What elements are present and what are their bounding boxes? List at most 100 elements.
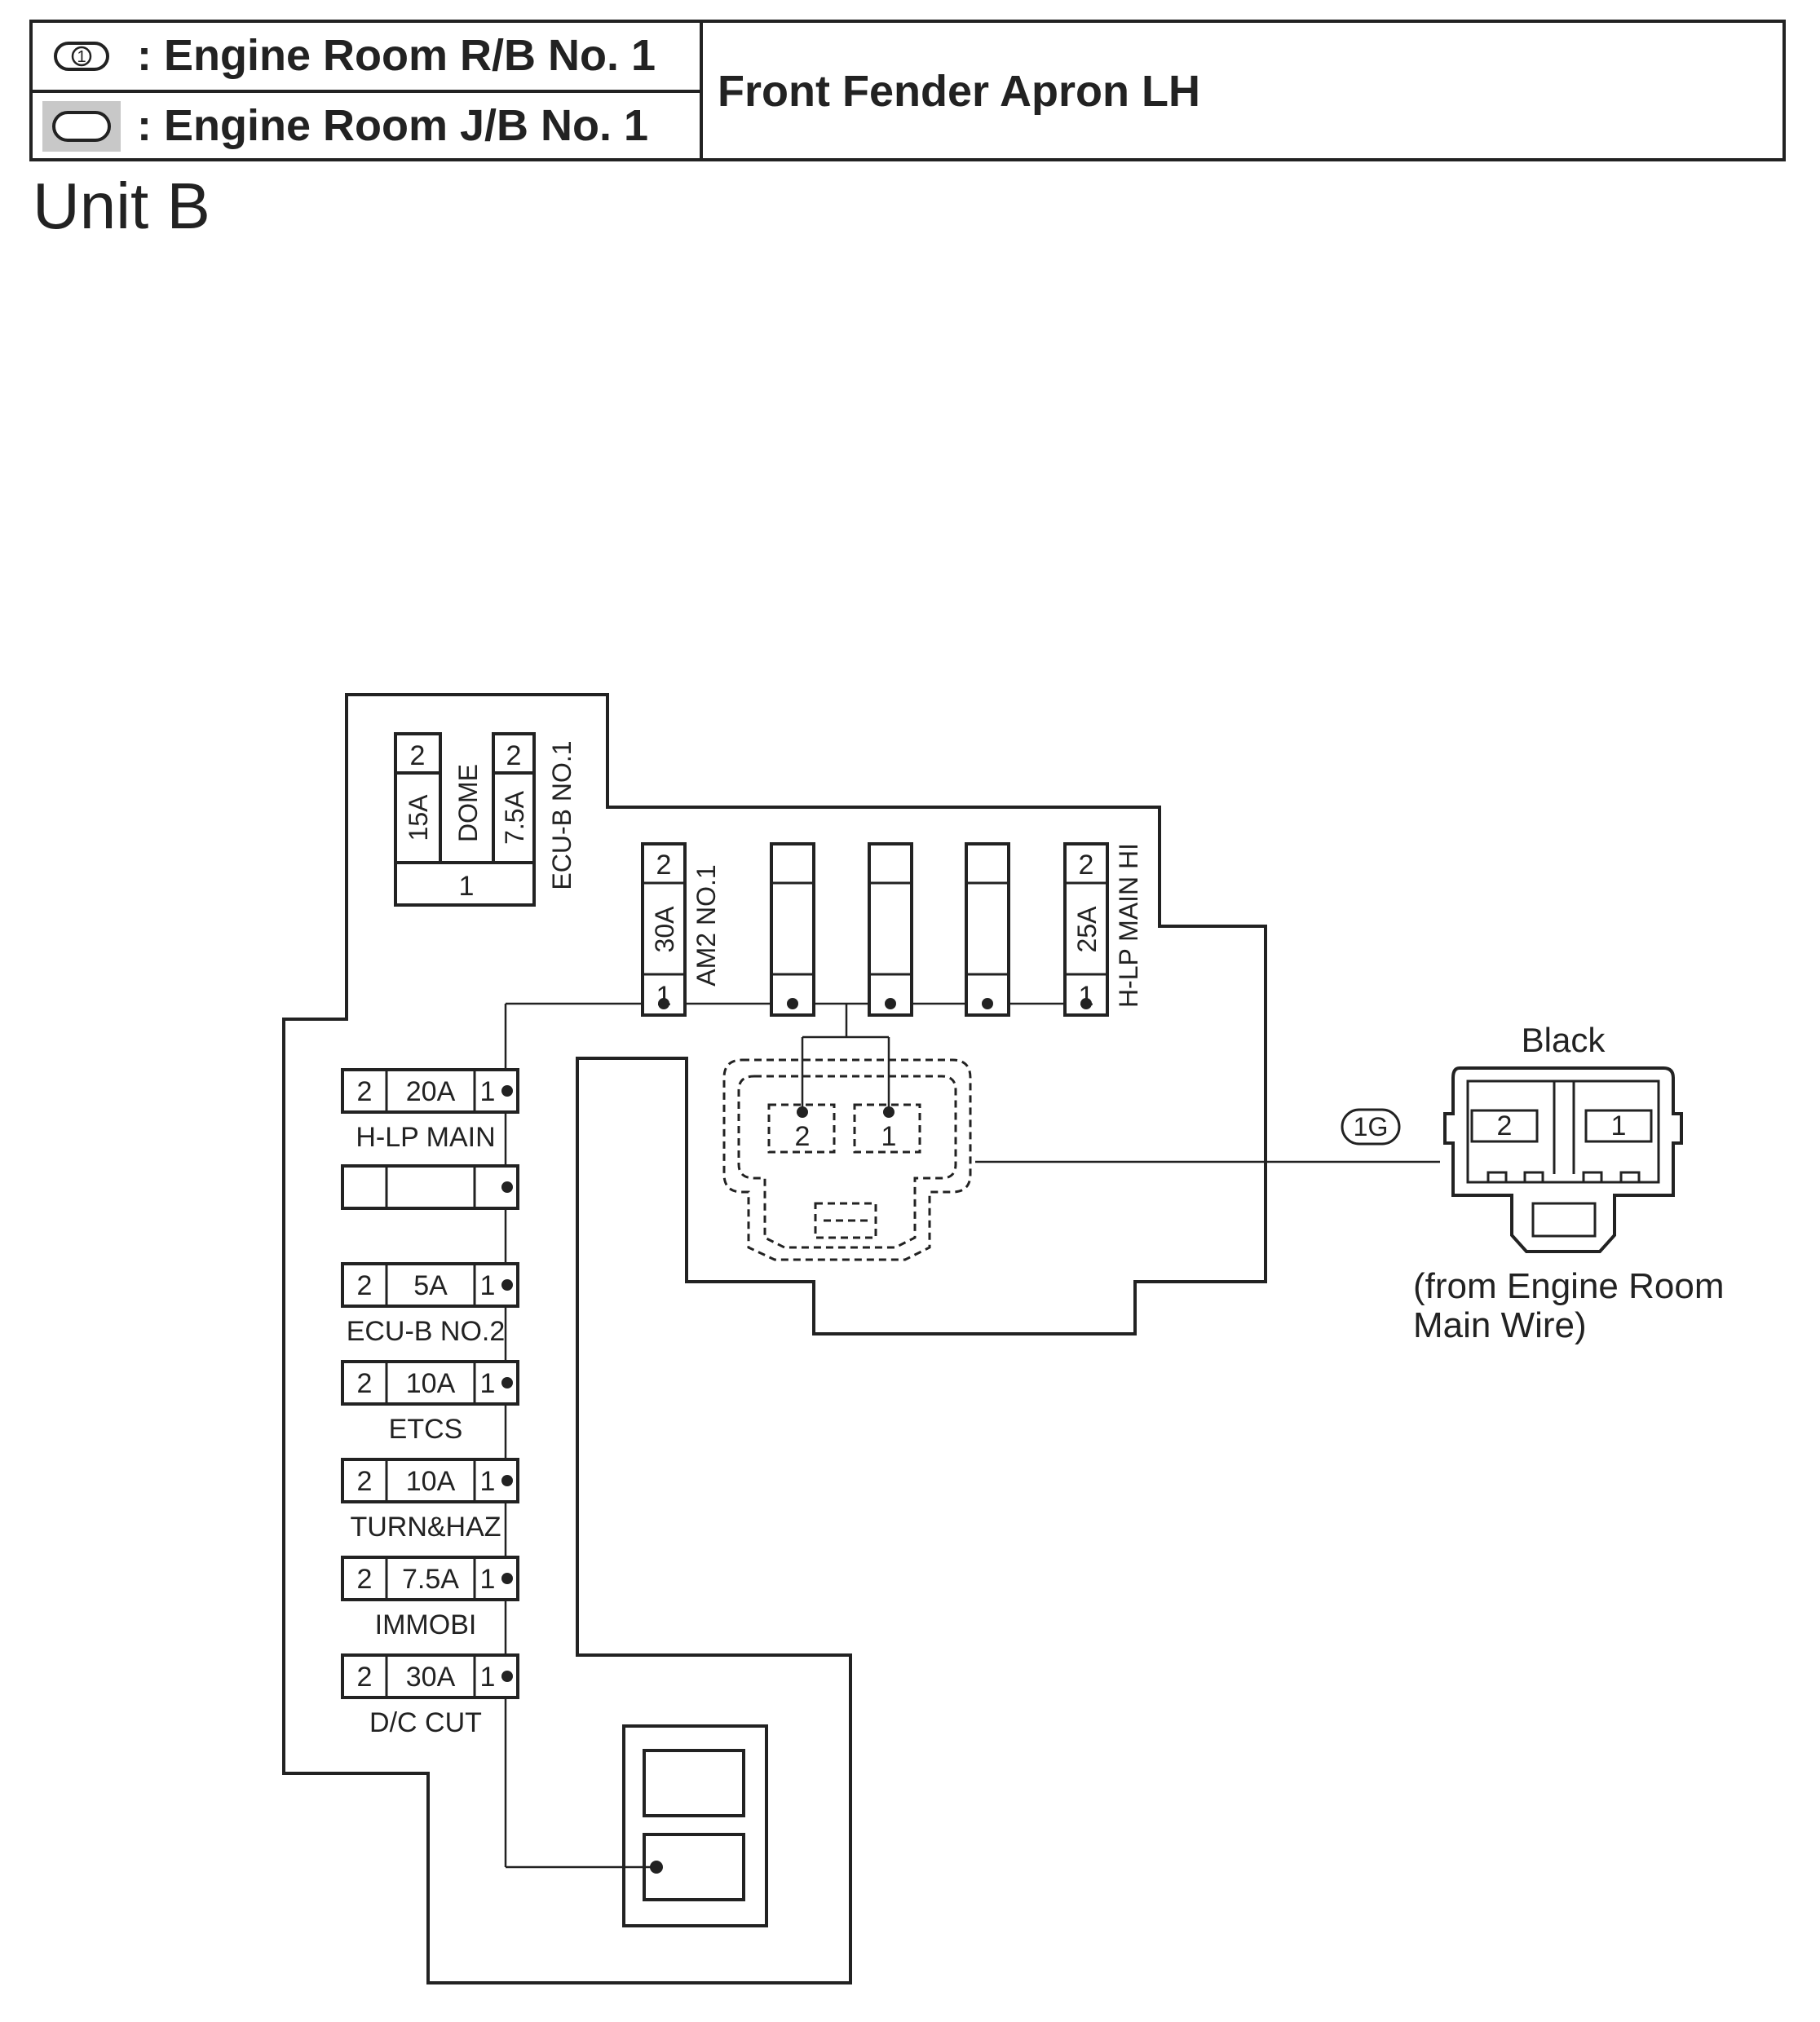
bottom-relay-terminal xyxy=(650,1861,663,1874)
side-fuse-pin-right: 1 xyxy=(480,1466,496,1497)
dome-pin-top: 2 xyxy=(410,740,426,771)
legend-jb-label: : Engine Room J/B No. 1 xyxy=(137,101,648,150)
row-fuse-1: 2 1 30A AM2 NO.1 xyxy=(641,842,721,1017)
socket-pin-2-label: 2 xyxy=(795,1121,811,1152)
side-fuse-body xyxy=(341,1653,519,1699)
side-fuse-body xyxy=(341,1068,519,1114)
side-fuse-body xyxy=(341,1556,519,1601)
top-fuse-pin-bottom: 1 xyxy=(459,871,475,902)
row-fuse-3 xyxy=(868,842,913,1017)
row-fuse-pin-top: 2 xyxy=(656,850,672,881)
unit-title: Unit B xyxy=(33,170,210,242)
legend-rb-row: 1 : Engine Room R/B No. 1 xyxy=(54,31,656,80)
row-fuse-terminal xyxy=(658,998,669,1009)
side-fuse-name: TURN&HAZ xyxy=(350,1512,501,1543)
connector-note-line2: Main Wire) xyxy=(1413,1305,1587,1345)
legend-rb-label: : Engine Room R/B No. 1 xyxy=(137,31,656,80)
legend-jb-row: : Engine Room J/B No. 1 xyxy=(42,101,648,152)
side-fuse-pin-left: 2 xyxy=(357,1662,373,1693)
side-fuse-name: H-LP MAIN xyxy=(356,1122,495,1153)
jb-symbol-icon xyxy=(52,111,111,142)
connector-color: Black xyxy=(1522,1021,1606,1059)
side-fuse-terminal xyxy=(501,1475,513,1486)
bottom-relay xyxy=(622,1724,768,1927)
side-fuse-2 xyxy=(341,1164,519,1210)
connector-cavity-2 xyxy=(1470,1109,1539,1143)
side-fuse-amp: 7.5A xyxy=(402,1564,459,1595)
side-fuse-pin-left: 2 xyxy=(357,1076,373,1107)
row-fuse-body xyxy=(1063,842,1109,1017)
row-fuse-4 xyxy=(965,842,1010,1017)
connector-1g xyxy=(1443,1066,1683,1253)
row-fuse-name: AM2 NO.1 xyxy=(691,864,721,986)
connector-code: 1G xyxy=(1354,1112,1389,1141)
top-fuse-group xyxy=(394,732,536,907)
side-fuse-terminal xyxy=(501,1279,513,1291)
top-fuse-outline xyxy=(394,732,536,907)
row-fuse-terminal xyxy=(885,998,896,1009)
side-fuse-name: ETCS xyxy=(389,1414,463,1445)
side-fuse-name: D/C CUT xyxy=(369,1707,482,1738)
side-fuse-name: ECU-B NO.2 xyxy=(347,1316,506,1347)
row-fuse-body xyxy=(770,842,815,1017)
side-fuse-pin-left: 2 xyxy=(357,1368,373,1399)
header-table xyxy=(29,20,1786,161)
side-fuse-body xyxy=(341,1458,519,1503)
socket-latch xyxy=(814,1202,877,1239)
side-fuse-body xyxy=(341,1360,519,1406)
dome-name: DOME xyxy=(453,764,483,842)
location-label: Front Fender Apron LH xyxy=(718,67,1200,116)
side-fuse-terminal xyxy=(501,1377,513,1388)
row-fuse-body xyxy=(868,842,913,1017)
side-fuse-pin-right: 1 xyxy=(480,1564,496,1595)
row-fuse-body xyxy=(641,842,687,1017)
side-fuse-amp: 20A xyxy=(406,1076,456,1107)
side-fuse-pin-left: 2 xyxy=(357,1564,373,1595)
side-fuse-terminal xyxy=(501,1181,513,1193)
row-fuse-name: H-LP MAIN HI xyxy=(1114,843,1143,1008)
socket-pin-1-label: 1 xyxy=(881,1121,897,1152)
socket-cavity-1 xyxy=(853,1103,921,1154)
socket-pin-2-dot xyxy=(797,1106,808,1118)
side-fuse-name: IMMOBI xyxy=(375,1609,477,1640)
side-fuse-terminal xyxy=(501,1085,513,1097)
dome-amp: 15A xyxy=(404,794,433,841)
connector-pin-2: 2 xyxy=(1497,1110,1513,1141)
bus-wiring xyxy=(504,1002,1440,1869)
row-fuse-amp: 30A xyxy=(650,906,679,953)
side-fuse-terminal xyxy=(501,1671,513,1682)
socket-cavity-2 xyxy=(767,1103,836,1154)
relay-socket xyxy=(722,1058,972,1261)
side-fuse-amp: 10A xyxy=(406,1368,456,1399)
side-fuse-pin-left: 2 xyxy=(357,1466,373,1497)
side-fuse-pin-right: 1 xyxy=(480,1076,496,1107)
side-fuse-body xyxy=(341,1164,519,1210)
connector-pin-1: 1 xyxy=(1611,1110,1627,1141)
ecu-b-no1-pin-top: 2 xyxy=(506,740,522,771)
side-fuse-amp: 30A xyxy=(406,1662,456,1693)
side-fuse-7: 2 30A 1D/C CUT xyxy=(341,1653,519,1738)
connector-note-line1: (from Engine Room xyxy=(1413,1266,1724,1306)
side-fuse-pin-right: 1 xyxy=(480,1368,496,1399)
row-fuse-body xyxy=(965,842,1010,1017)
row-fuse-pin-bottom: 1 xyxy=(1079,981,1094,1012)
side-fuse-pin-right: 1 xyxy=(480,1662,496,1693)
ecu-b-no1-amp: 7.5A xyxy=(500,790,529,844)
row-fuse-pin-bottom: 1 xyxy=(656,981,672,1012)
side-fuse-body xyxy=(341,1262,519,1308)
side-fuse-terminal xyxy=(501,1573,513,1584)
side-fuse-pin-right: 1 xyxy=(480,1270,496,1301)
rb-symbol-number: 1 xyxy=(77,48,86,66)
row-fuse-2 xyxy=(770,842,815,1017)
block-outline xyxy=(282,693,1267,1984)
connector-cavity-1 xyxy=(1584,1109,1653,1143)
side-fuse-1: 2 20A 1H-LP MAIN xyxy=(341,1068,519,1153)
